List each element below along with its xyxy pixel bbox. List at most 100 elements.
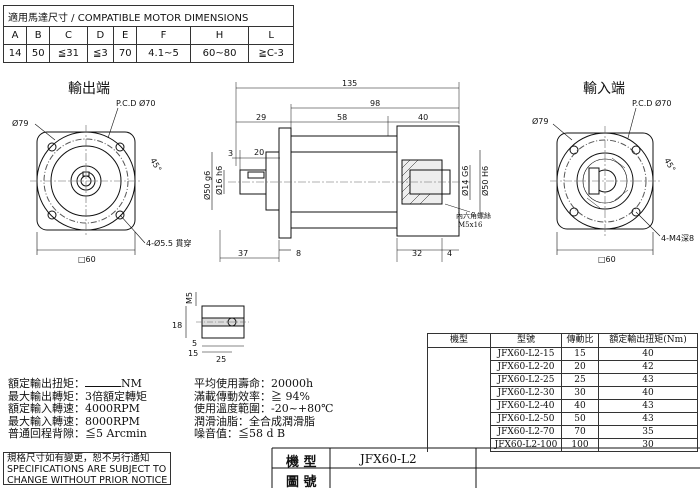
- note-inner-hex: 內六角螺絲: [456, 211, 491, 220]
- ratio-cell: 15: [561, 347, 599, 361]
- dim-phi16: Ø16 h6: [214, 166, 224, 195]
- models-header: 額定輸出扭矩(Nm): [598, 333, 698, 348]
- key-detail-view: [185, 292, 250, 353]
- spec-value: 3倍額定轉矩: [85, 389, 147, 403]
- models-header-row: 機型 型號 傳動比 額定輸出扭矩(Nm): [427, 333, 698, 348]
- key-15: 15: [188, 349, 198, 358]
- notice-line: SPECIFICATIONS ARE SUBJECT TO: [7, 464, 167, 475]
- notice-line: CHANGE WITHOUT PRIOR NOTICE: [7, 475, 168, 486]
- torque-cell: 43: [598, 412, 698, 426]
- dim-32: 32: [412, 249, 422, 258]
- note-m5x16: M5x16: [458, 221, 483, 229]
- compat-header-row: A B C D E F H L: [2, 26, 294, 45]
- spec-value: 20000h: [271, 377, 314, 390]
- output-end-title: 輸出端: [68, 81, 110, 97]
- torque-cell: 43: [598, 399, 698, 413]
- dim-phi50: Ø50 g6: [202, 171, 212, 200]
- model-cell: JFX60-L2-50: [490, 412, 562, 426]
- input-end-title: 輸入端: [583, 81, 625, 97]
- spec-value: 8000RPM: [85, 414, 140, 428]
- spec-value: 全合成潤滑脂: [249, 414, 315, 428]
- dim-37: 37: [238, 249, 248, 258]
- spec-label: 最大輸出轉矩：: [8, 389, 85, 403]
- spec-value: -20~+80℃: [271, 402, 334, 415]
- dim-58: 58: [337, 113, 347, 122]
- spec-label: 使用溫度範圍：: [194, 402, 271, 415]
- spec-label: 潤滑油脂：: [194, 414, 249, 428]
- key-m5: M5: [185, 292, 194, 304]
- models-header: 傳動比: [561, 333, 599, 348]
- dim-holes-right: 4-M4深8: [661, 234, 694, 243]
- dim-8: 8: [296, 249, 301, 258]
- ratio-cell: 25: [561, 373, 599, 387]
- spec-label: 滿載傳動效率：: [194, 389, 271, 403]
- torque-cell: 40: [598, 386, 698, 400]
- spec-value: ≧ 94%: [271, 389, 310, 403]
- dim-sq60-right: □60: [598, 255, 616, 264]
- model-cell: JFX60-L2-20: [490, 360, 562, 374]
- dim-29: 29: [256, 113, 266, 122]
- side-view: [211, 82, 481, 262]
- ratio-cell: 70: [561, 425, 599, 439]
- model-cell: JFX60-L2-30: [490, 386, 562, 400]
- spec-value: 4000RPM: [85, 402, 140, 415]
- ratio-cell: 50: [561, 412, 599, 426]
- output-flange-view: [30, 107, 146, 255]
- spec-label: 額定輸出扭矩：: [8, 377, 85, 390]
- model-cell: JFX60-L2-15: [490, 347, 562, 361]
- ratio-cell: 20: [561, 360, 599, 374]
- key-5: 5: [192, 339, 197, 348]
- spec-change-notice: 規格尺寸如有變更，恕不另行通知 SPECIFICATIONS ARE SUBJE…: [3, 452, 171, 486]
- compat-value: ≧C-3: [248, 44, 294, 63]
- torque-cell: 35: [598, 425, 698, 439]
- spec-value: NM: [121, 377, 142, 390]
- spec-label: 普通回程背隙：: [8, 427, 85, 440]
- dim-4: 4: [447, 249, 452, 258]
- torque-cell: 43: [598, 373, 698, 387]
- dim-body: 98: [370, 99, 380, 108]
- spec-left: 額定輸出扭矩：NM 最大輸出轉矩：3倍額定轉矩 額定輸入轉速：4000RPM 最…: [8, 377, 147, 441]
- key-25: 25: [216, 355, 226, 364]
- input-flange-view: [550, 107, 661, 255]
- dim-40: 40: [418, 113, 428, 122]
- ratio-cell: 40: [561, 399, 599, 413]
- compat-value: 14: [2, 44, 28, 63]
- ratio-cell: 100: [561, 438, 599, 452]
- dim-phi79-left: Ø79: [12, 118, 28, 128]
- dim-total: 135: [342, 79, 357, 88]
- spec-value: ≦58 d B: [238, 427, 286, 440]
- torque-cell: 42: [598, 360, 698, 374]
- notice-line: 規格尺寸如有變更，恕不另行通知: [7, 453, 150, 464]
- compat-value: 60~80: [189, 44, 250, 63]
- model-cell: JFX60-L2-40: [490, 399, 562, 413]
- compat-value: 4.1~5: [136, 44, 191, 63]
- dim-phi14: Ø14 G6: [460, 166, 470, 196]
- spec-label: 平均使用壽命：: [194, 377, 271, 390]
- dim-3: 3: [228, 149, 233, 158]
- dim-holes-left: 4-Ø5.5 貫穿: [146, 238, 192, 248]
- dim-phi79-right: Ø79: [532, 116, 548, 126]
- key-18: 18: [172, 321, 182, 330]
- dim-sq60-left: □60: [78, 255, 96, 264]
- dim-pcd-left: P.C.D Ø70: [116, 98, 155, 108]
- model-label: 機 型: [286, 455, 317, 470]
- spec-label: 噪音值：: [194, 427, 238, 440]
- compat-value: ≦31: [49, 44, 88, 63]
- dim-45-left: 45°: [148, 157, 163, 174]
- spec-label: 最大輸入轉速：: [8, 414, 85, 428]
- torque-cell: 30: [598, 438, 698, 452]
- dim-20: 20: [254, 148, 264, 157]
- dim-pcd-right: P.C.D Ø70: [632, 98, 671, 108]
- compat-value: ≦3: [86, 44, 115, 63]
- models-header: 型號: [490, 333, 562, 348]
- models-header: 機型: [427, 333, 491, 348]
- spec-right: 平均使用壽命：20000h 滿載傳動效率：≧ 94% 使用溫度範圍：-20~+8…: [194, 377, 334, 441]
- compat-value-row: 14 50 ≦31 ≦3 70 4.1~5 60~80 ≧C-3: [2, 44, 294, 63]
